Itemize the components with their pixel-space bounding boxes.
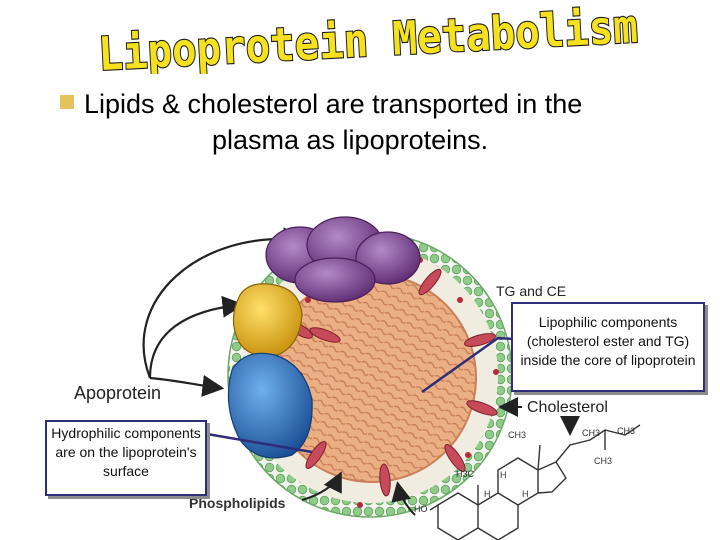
- apoprotein-blue: [227, 352, 313, 459]
- atom-h-c: H: [522, 489, 529, 499]
- bullet-line-1: Lipids & cholesterol are transported in …: [84, 89, 583, 119]
- cholesterol-structure: [429, 424, 641, 540]
- atom-h3c: H3C: [456, 469, 475, 479]
- cholesterol-rods: [287, 268, 498, 497]
- label-tg-ce: TG and CE: [496, 283, 566, 299]
- atom-ch3-b: CH3: [582, 428, 600, 438]
- apoprotein-arrows: [142, 227, 305, 397]
- atom-ch3-a: CH3: [508, 430, 526, 440]
- bullet-line-2: plasma as lipoproteins.: [212, 125, 489, 155]
- label-phospholipids: Phospholipids: [189, 495, 286, 511]
- atom-h-a: H: [500, 470, 507, 480]
- label-arrows: [301, 397, 580, 516]
- callout-lipophilic: Lipophilic components (cholesterol ester…: [511, 302, 705, 392]
- lipoprotein-particle: [227, 216, 513, 518]
- atom-ho: HO: [414, 504, 428, 514]
- label-apoprotein: Apoprotein: [74, 383, 161, 403]
- apoprotein-purple: [265, 216, 421, 303]
- atom-ch3-c: CH3: [617, 426, 635, 436]
- apoprotein-yellow: [232, 283, 303, 357]
- title-wordart: Lipoprotein Metabolism: [96, 4, 640, 74]
- label-cholesterol: Cholesterol: [527, 399, 608, 416]
- bullet-text: Lipids & cholesterol are transported in …: [84, 86, 694, 158]
- cholesterol-atoms: CH3 CH3 CH3 CH3 H3C H H H HO: [414, 426, 635, 514]
- bullet-marker: [60, 95, 74, 109]
- atom-h-b: H: [484, 489, 491, 499]
- callout-hydrophilic: Hydrophilic components are on the lipopr…: [45, 420, 207, 496]
- atom-ch3-d: CH3: [594, 456, 612, 466]
